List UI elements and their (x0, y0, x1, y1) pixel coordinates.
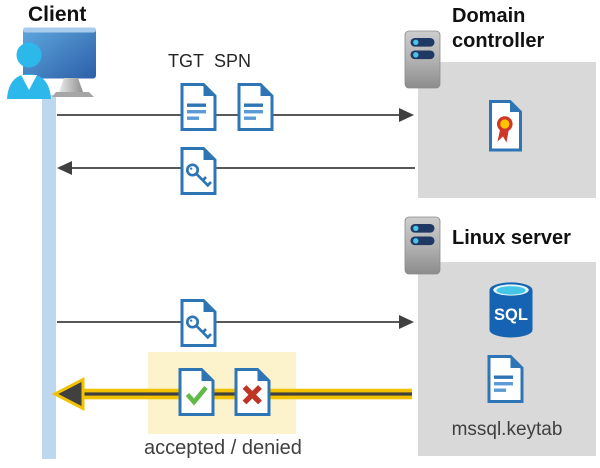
tgt-label: TGT (168, 51, 204, 71)
linux-server-server-icon (404, 216, 441, 275)
keytab-file-icon (485, 354, 526, 404)
client-label: Client (28, 3, 87, 26)
domain-controller-title-line1: Domain (452, 5, 526, 27)
domain-controller-title: Domain controller (452, 4, 544, 54)
keytab-label: mssql.keytab (451, 419, 563, 440)
domain-controller-server-icon (404, 30, 441, 89)
sql-database-label: SQL (494, 306, 528, 324)
certificate-document-icon (487, 99, 524, 153)
denied-document-icon (232, 367, 273, 417)
accepted-document-icon (176, 367, 217, 417)
sql-database-icon: SQL (487, 281, 535, 339)
linux-server-title: Linux server (452, 227, 571, 249)
client-lifeline (42, 95, 56, 459)
presented-ticket-key-document-icon (178, 298, 219, 348)
result-highlight-box (148, 352, 296, 434)
spn-label: SPN (214, 51, 252, 71)
client-icon (2, 26, 108, 100)
ticket-key-document-icon (178, 146, 219, 196)
ticket-response-arrow (57, 161, 415, 175)
result-label: accepted / denied (144, 437, 302, 459)
tgt-document-icon (178, 82, 219, 132)
domain-controller-title-line2: controller (452, 30, 545, 52)
ticket-presentation-arrow (57, 315, 414, 329)
spn-document-icon (235, 82, 276, 132)
